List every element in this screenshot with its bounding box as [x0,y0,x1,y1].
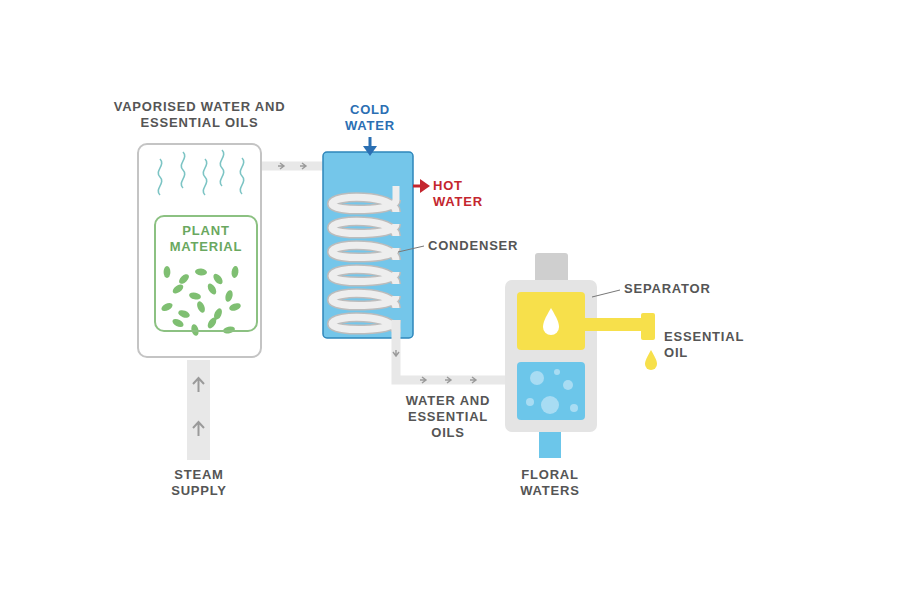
condensate-pipe [396,320,505,380]
coil-turn [332,221,396,236]
leaf [171,317,185,329]
leaf [231,266,239,279]
coil-turn [332,293,396,308]
oil-tap [641,313,655,340]
coil-turn [332,293,396,308]
output-label: FLORAL WATERS [506,467,594,499]
output-label: ESSENTIAL OIL [664,329,759,361]
leaf [190,323,200,336]
leader-line [398,246,424,252]
leaf [212,272,225,286]
coil-turn [332,197,396,212]
box-label: PLANT MATERIAL [156,217,256,255]
flow-arrows [193,378,204,436]
part-label: SEPARATOR [624,281,734,297]
leaf [188,291,201,300]
distillation-tank: VAPORISED WATER AND ESSENTIAL OILSPLANT … [137,143,262,358]
leaves [160,266,242,337]
leaf [196,300,207,314]
leaf [228,302,242,312]
leaf [160,301,174,313]
steam-pipe [187,360,210,460]
flow-arrows [278,163,306,169]
condenser-coil [332,186,396,332]
leaf [224,289,234,302]
cold-water-label: COLD WATER [330,102,410,134]
leaf [206,282,218,296]
hot-water-arrow [420,179,430,193]
leaf [206,316,218,330]
coil-turn [332,269,396,284]
water-layer [517,362,585,420]
leaf [171,283,185,295]
leader-line [592,290,620,297]
flow-label: WATER AND ESSENTIAL OILS [398,393,498,441]
coil-turn [332,197,396,212]
coil-turn [332,269,396,284]
oil-layer [517,292,585,350]
flow-arrows [393,350,476,383]
leaf [164,266,171,278]
oil-drop [645,350,657,370]
input-label: STEAM SUPPLY [162,467,237,499]
coil-turn [332,245,396,260]
plant-material-box: PLANT MATERIAL [154,215,258,332]
leaf [195,268,207,276]
bubbles [526,369,578,414]
coil-turn [332,221,396,236]
leaf [177,272,190,285]
condenser-tank [323,152,413,338]
coil-turn [332,317,396,332]
cold-water-arrow [363,146,377,156]
separator-body [505,280,597,432]
leaf [222,326,235,335]
vapour-lines [158,150,243,195]
leaf [177,309,191,319]
coil-turn [332,317,396,332]
floral-water-pipe [539,432,561,458]
oil-drop-icon [543,308,559,335]
hot-water-label: HOT WATER [433,178,513,210]
part-label: CONDENSER [428,238,538,254]
tank-heading: VAPORISED WATER AND ESSENTIAL OILS [112,99,287,131]
coil-turn [332,245,396,260]
coil-turn [393,186,400,200]
